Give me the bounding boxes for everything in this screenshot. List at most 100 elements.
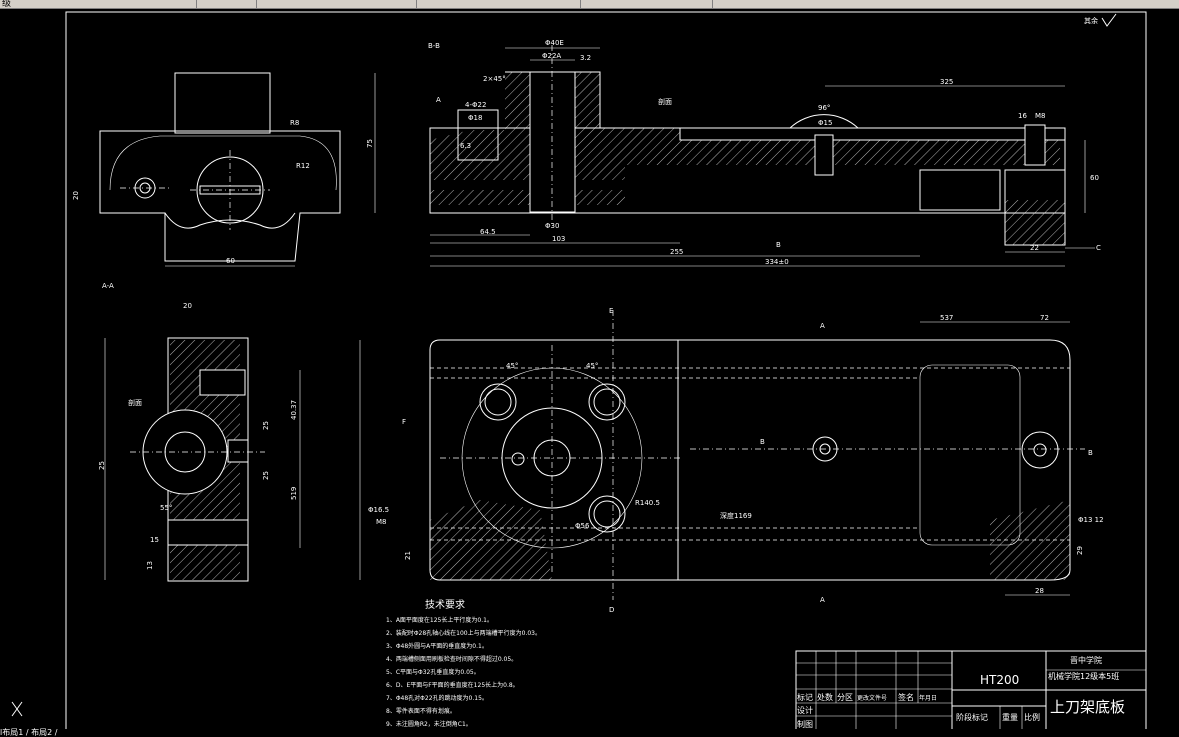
toolbar-lineweight-dropdown[interactable] bbox=[712, 0, 838, 8]
dim-m8-left: M8 bbox=[376, 518, 387, 526]
toolbar-icons[interactable] bbox=[196, 0, 256, 8]
dim-537: 537 bbox=[940, 314, 953, 322]
plan-view: E D F A A B B 537 72 45° 45° Φ56 R140.5 … bbox=[359, 307, 1104, 614]
label-b-bottom: B bbox=[776, 241, 781, 249]
dim-64-5: 64.5 bbox=[480, 228, 496, 236]
dim-96: 96° bbox=[818, 104, 830, 112]
label-a-plan-bottom: A bbox=[820, 596, 825, 604]
dim-r12: R12 bbox=[296, 162, 310, 170]
dim-m8-right: Φ13 12 bbox=[1078, 516, 1104, 524]
toolbar-color-dropdown[interactable] bbox=[416, 0, 580, 8]
dim-29: 29 bbox=[1076, 546, 1084, 555]
section-aa-label: A-A bbox=[102, 282, 114, 290]
dim-d18: Φ18 bbox=[468, 114, 482, 122]
dim-15: 15 bbox=[150, 536, 159, 544]
tb-school-1: 晋中学院 bbox=[1070, 655, 1102, 665]
dim-3-2: 3.2 bbox=[580, 54, 591, 62]
tb-drawing: 制图 bbox=[797, 719, 813, 729]
tb-weight: 重量 bbox=[1002, 712, 1018, 722]
dim-r8: R8 bbox=[290, 119, 299, 127]
dim-55deg: 55° bbox=[160, 504, 172, 512]
dim-depth: 深度1169 bbox=[720, 511, 752, 520]
tb-design: 设计 bbox=[797, 705, 813, 715]
dim-d30: Φ30 bbox=[545, 222, 559, 230]
title-block: 标记 处数 分区 更改文件号 签名 年月日 设计 制图 HT200 晋中学院 机… bbox=[795, 650, 1147, 729]
label-b-right: B bbox=[1088, 449, 1093, 457]
dim-22: 22 bbox=[1030, 244, 1039, 252]
dim-16: 16 bbox=[1018, 112, 1027, 120]
technical-requirements: 技术要求 1、A面平面度在125长上平行度为0.1。 2、装配时Φ28孔轴心线在… bbox=[386, 598, 541, 728]
dim-25-b: 25 bbox=[262, 471, 270, 480]
dim-m8: M8 bbox=[1035, 112, 1046, 120]
toolbar-linetype-dropdown[interactable] bbox=[580, 0, 712, 8]
tb-row-label-2: 分区 bbox=[837, 693, 853, 702]
tb-scale: 比例 bbox=[1024, 712, 1040, 722]
note-1: 1、A面平面度在125长上平行度为0.1。 bbox=[386, 616, 493, 624]
note-5: 5、C平面与Φ32孔垂直度为0.05。 bbox=[386, 668, 480, 676]
dim-20-5: 20 bbox=[72, 191, 80, 200]
dim-4-d22: 4-Φ22 bbox=[465, 101, 486, 109]
dim-40-37: 40.37 bbox=[290, 400, 298, 420]
dim-25-a: 25 bbox=[262, 421, 270, 430]
dim-334: 334±0 bbox=[765, 258, 789, 266]
tb-row-label-4: 签名 bbox=[898, 692, 914, 702]
note-4: 4、两端槽侧面用刷板检查时间隙不得超过0.05。 bbox=[386, 655, 517, 663]
tb-school-2: 机械学院12级本5班 bbox=[1048, 671, 1119, 681]
dim-20-top: 20 bbox=[183, 302, 192, 310]
note-7: 7、Φ48孔对Φ22孔的跳动度为0.15。 bbox=[386, 694, 488, 702]
dim-519: 519 bbox=[290, 487, 298, 500]
dim-75: 75 bbox=[366, 139, 374, 148]
drawing-border bbox=[65, 11, 1147, 729]
dim-d165: Φ16.5 bbox=[368, 506, 389, 514]
label-b-plan: B bbox=[760, 438, 765, 446]
dim-d15: Φ15 bbox=[818, 119, 832, 127]
tb-stage-mark: 阶段标记 bbox=[956, 712, 988, 722]
tb-row-label-3: 更改文件号 bbox=[857, 694, 887, 702]
dim-d22: Φ22A bbox=[542, 52, 561, 60]
ucs-icon bbox=[11, 701, 23, 717]
dim-103: 103 bbox=[552, 235, 565, 243]
tb-part-name: 上刀架底板 bbox=[1050, 698, 1125, 716]
tb-row-label-0: 标记 bbox=[797, 692, 813, 702]
dim-325: 325 bbox=[940, 78, 953, 86]
note-6: 6、D、E平面与F平面的垂直度在125长上为0.8。 bbox=[386, 681, 519, 689]
dim-21: 21 bbox=[404, 551, 412, 560]
label-a-top: A bbox=[436, 96, 441, 104]
cut-label-a: 剖面 bbox=[658, 97, 672, 106]
notes-title: 技术要求 bbox=[425, 598, 465, 611]
dim-60-right: 60 bbox=[1090, 174, 1099, 182]
dim-6-3: 6.3 bbox=[460, 142, 471, 150]
dim-13: 13 bbox=[146, 561, 154, 570]
top-left-view: 60 75 R8 R12 20 bbox=[72, 72, 376, 267]
dim-r140: R140.5 bbox=[635, 499, 660, 507]
tb-material: HT200 bbox=[980, 673, 1019, 687]
app-toolbar-strip: 级 bbox=[0, 0, 1179, 9]
label-f: F bbox=[402, 418, 406, 426]
section-bb-view: B-B Φ40E Φ22A 3.2 2×45° 4-Φ22 Φ18 6.3 Φ1… bbox=[428, 39, 1101, 267]
label-c: C bbox=[1096, 244, 1101, 252]
dim-d125: 25 bbox=[98, 461, 106, 470]
tb-row-label-1: 处数 bbox=[817, 692, 833, 702]
tb-row-label-5: 年月日 bbox=[919, 694, 937, 702]
note-3: 3、Φ48外圆与A平面的垂直度为0.1。 bbox=[386, 642, 488, 650]
dim-45-left: 45° bbox=[506, 362, 518, 370]
note-8: 8、零件表面不得有划痕。 bbox=[386, 707, 456, 715]
section-bb-label: B-B bbox=[428, 42, 440, 50]
dim-d40: Φ40E bbox=[545, 39, 564, 47]
layout-tabs[interactable]: l布局1 / 布局2 / bbox=[0, 728, 58, 737]
label-d: D bbox=[609, 606, 614, 614]
label-e: E bbox=[609, 307, 613, 315]
dim-255: 255 bbox=[670, 248, 683, 256]
toolbar-layer-dropdown[interactable] bbox=[256, 0, 416, 8]
dim-28: 28 bbox=[1035, 587, 1044, 595]
dim-chamfer: 2×45° bbox=[483, 75, 506, 83]
label-a-plan-top: A bbox=[820, 322, 825, 330]
dim-72: 72 bbox=[1040, 314, 1049, 322]
roughness-symbol bbox=[1101, 13, 1117, 27]
dim-45-right: 45° bbox=[586, 362, 598, 370]
dim-d56: Φ56 bbox=[575, 522, 590, 530]
note-2: 2、装配时Φ28孔轴心线在100上与两端槽平行度为0.03。 bbox=[386, 629, 541, 637]
cad-drawing-canvas[interactable]: 其余 60 75 R8 R12 20 B-B bbox=[0, 9, 1179, 729]
roughness-note: 其余 bbox=[1084, 16, 1098, 25]
toolbar-left-text: 级 bbox=[2, 0, 12, 8]
